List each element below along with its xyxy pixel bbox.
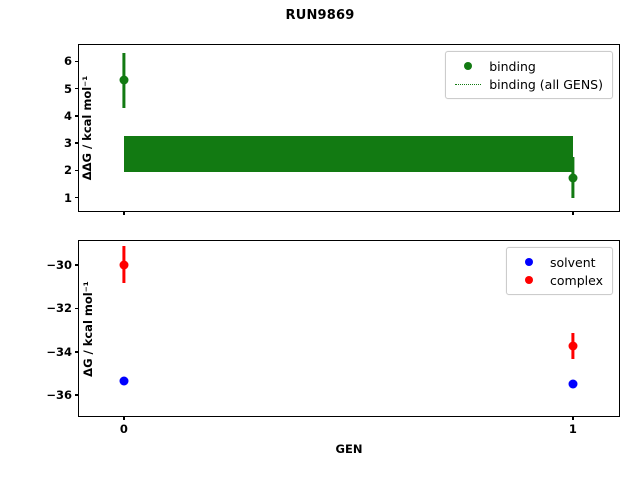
x-tick-label: 0 [119, 422, 128, 436]
y-tick-label: 2 [63, 163, 72, 178]
top-plot-legend: binding binding (all GENS) [445, 51, 613, 99]
bottom-plot-area [79, 241, 619, 416]
y-tick-label: 6 [63, 54, 72, 69]
top-plot-area [79, 45, 619, 211]
binding-data-point [119, 75, 129, 85]
x-tick-mark [572, 416, 574, 420]
legend-item: complex [514, 271, 603, 289]
legend-label: solvent [550, 254, 596, 270]
legend-item: binding [453, 57, 603, 75]
y-tick-mark [75, 350, 79, 353]
solvent-data-point [119, 376, 129, 386]
y-tick-label: 4 [63, 108, 72, 123]
y-tick-label: 5 [63, 81, 72, 96]
complex-marker-icon [514, 276, 544, 284]
binding-all-gens-band [123, 135, 573, 173]
y-tick-mark [75, 394, 79, 397]
y-tick-mark [75, 115, 79, 117]
legend-item: solvent [514, 253, 603, 271]
y-tick-mark [75, 196, 79, 199]
x-axis-label: GEN [335, 442, 363, 456]
y-tick-mark [75, 169, 79, 172]
x-tick-mark [123, 416, 125, 420]
y-tick-mark [75, 87, 79, 90]
y-tick-mark [75, 264, 79, 266]
y-tick-label: −32 [46, 301, 72, 316]
binding-data-point [568, 173, 578, 183]
y-tick-label: −34 [46, 344, 72, 359]
legend-label: binding (all GENS) [489, 76, 603, 92]
y-tick-mark [75, 142, 79, 144]
figure-title: RUN9869 [285, 8, 355, 23]
binding-marker-icon [453, 62, 483, 70]
y-tick-label: 1 [63, 190, 72, 205]
legend-label: complex [550, 272, 603, 288]
y-tick-label: −30 [46, 257, 72, 272]
bottom-plot-legend: solvent complex [506, 247, 613, 295]
binding-all-gens-line-icon [453, 83, 483, 85]
complex-data-point [568, 341, 578, 351]
y-tick-mark [75, 307, 79, 310]
x-tick-label: 1 [568, 422, 577, 436]
complex-data-point [119, 260, 129, 270]
solvent-marker-icon [514, 258, 544, 266]
legend-item: binding (all GENS) [453, 75, 603, 93]
y-tick-label: 3 [63, 136, 72, 151]
y-tick-label: −36 [46, 388, 72, 403]
y-tick-mark [75, 60, 79, 63]
x-tick-mark [572, 211, 574, 215]
solvent-data-point [568, 379, 578, 389]
x-tick-mark [123, 211, 125, 215]
legend-label: binding [489, 58, 536, 74]
